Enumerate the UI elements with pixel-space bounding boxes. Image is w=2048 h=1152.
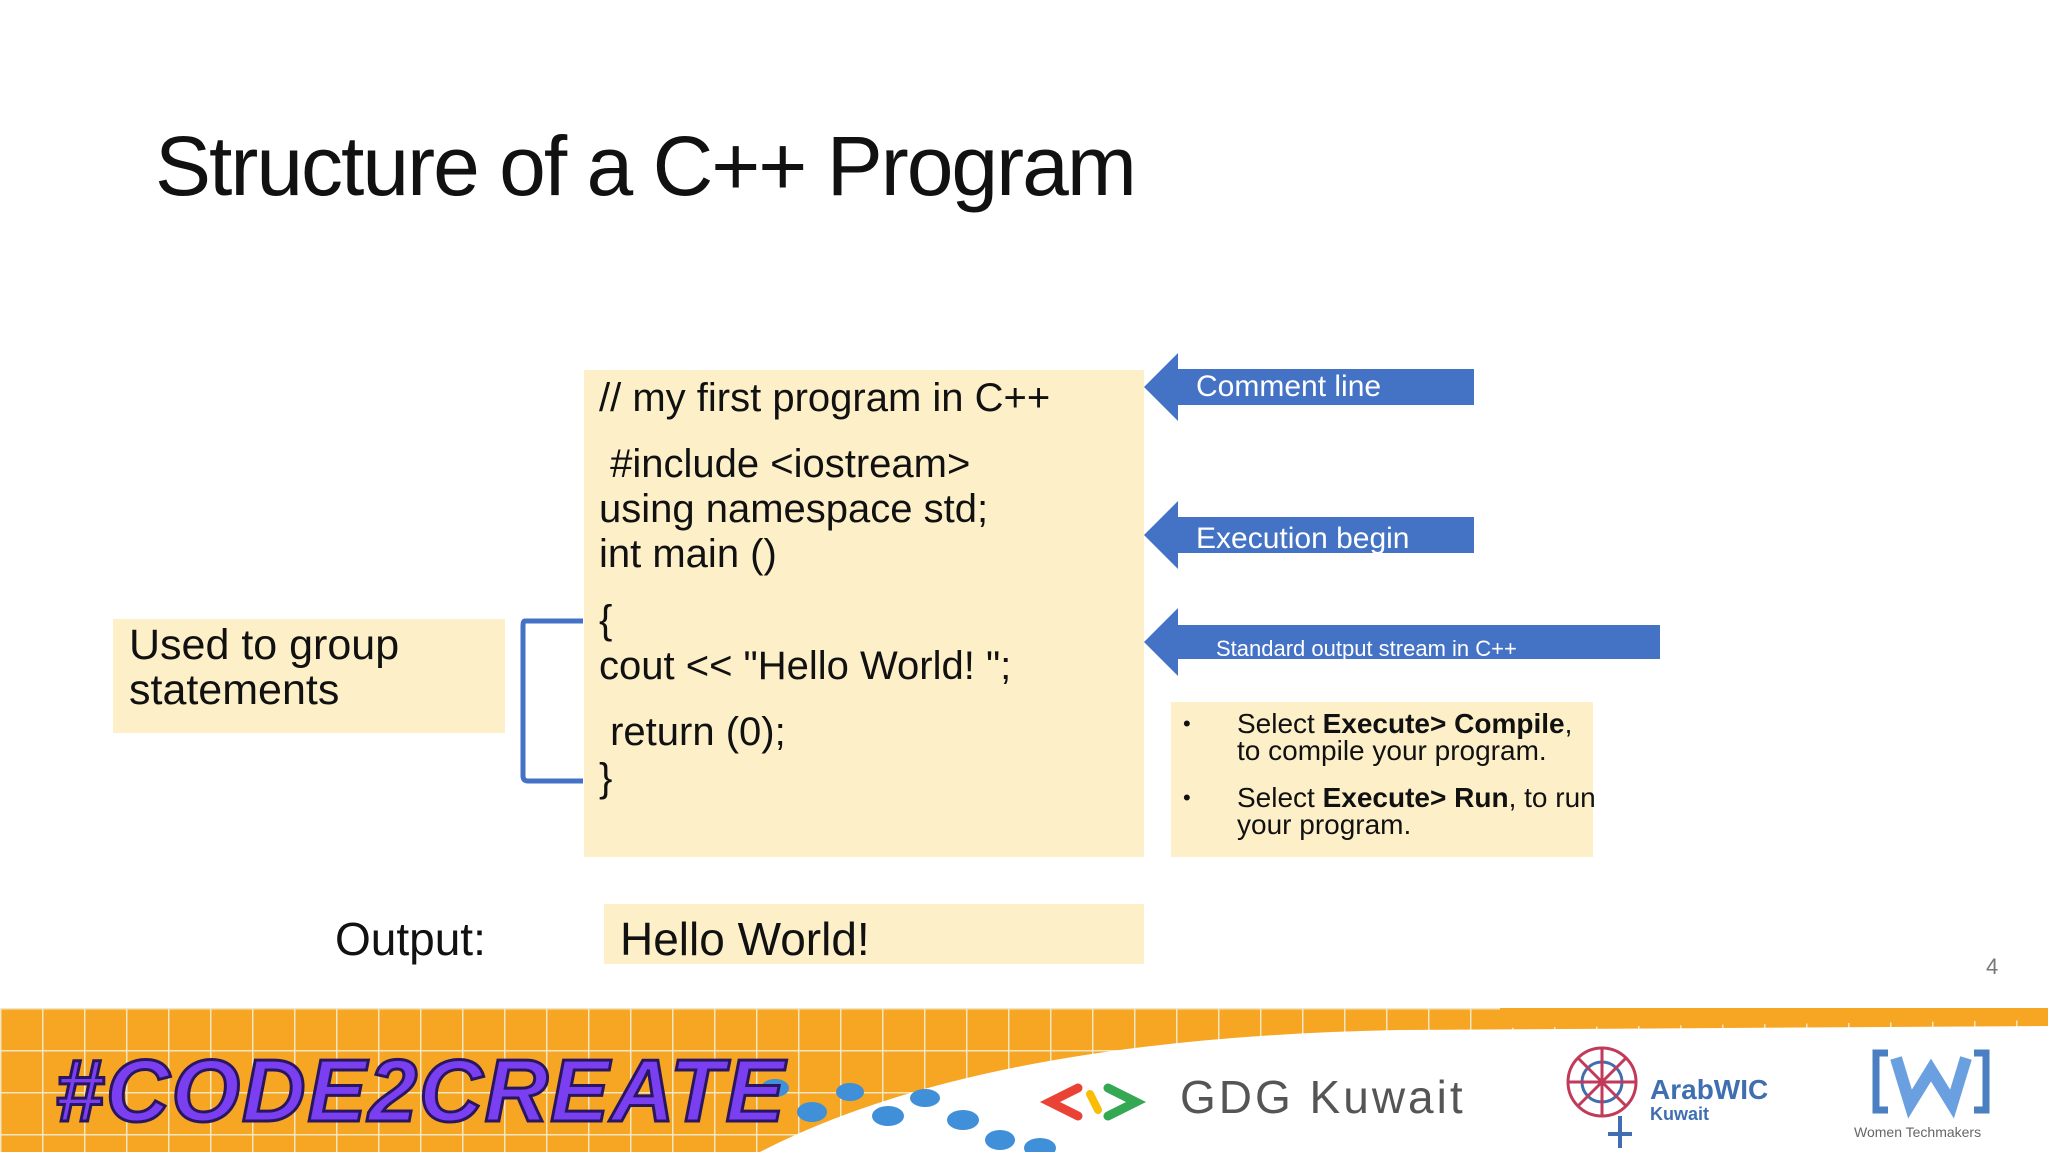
women-techmakers-text: Women Techmakers xyxy=(1854,1124,1982,1140)
page-number: 4 xyxy=(1986,954,1999,979)
execution-arrow xyxy=(1144,501,1474,569)
bullet-icon: • xyxy=(1183,785,1191,810)
code-box: // my first program in C++ #include <ios… xyxy=(584,370,1144,857)
footer-banner xyxy=(0,1008,2048,1152)
slide-title: Structure of a C++ Program xyxy=(155,119,1137,213)
code-line-cout: cout << "Hello World! "; xyxy=(599,644,1012,688)
output-value: Hello World! xyxy=(620,913,870,965)
code-line-open-brace: { xyxy=(599,598,613,642)
execution-begin-label: Execution begin xyxy=(1196,522,1410,555)
group-statements-label: Used to group statements xyxy=(129,621,400,714)
code-line-namespace: using namespace std; xyxy=(599,487,989,531)
gdg-logo-icon xyxy=(1039,1083,1147,1121)
comment-arrow xyxy=(1144,353,1474,421)
gdg-kuwait-text: GDG Kuwait xyxy=(1180,1071,1466,1123)
output-box: Hello World! xyxy=(604,904,1144,965)
output-label: Output: xyxy=(335,913,486,965)
bracket-connector xyxy=(520,618,583,784)
group-statements-box: Used to group statements xyxy=(113,619,505,733)
comment-line-label: Comment line xyxy=(1196,370,1382,403)
steps-box: • Select Execute> Compile, to compile yo… xyxy=(1171,702,1596,857)
code-line-close-brace: } xyxy=(599,756,613,800)
stream-label: Standard output stream in C++ xyxy=(1216,636,1517,661)
wtm-logo-icon xyxy=(1872,1049,1990,1119)
arabwic-logo-icon xyxy=(1566,1046,1638,1148)
arabwic-subtext: Kuwait xyxy=(1650,1104,1710,1124)
code-line-main: int main () xyxy=(599,532,777,576)
bullet-icon: • xyxy=(1183,711,1191,736)
code-line-comment: // my first program in C++ xyxy=(599,376,1051,420)
arabwic-text: ArabWIC xyxy=(1650,1074,1769,1105)
code2create-hashtag: #CODE2CREATE xyxy=(53,1040,787,1142)
code-line-include: #include <iostream> xyxy=(599,442,971,486)
code-line-return: return (0); xyxy=(599,710,786,754)
stream-arrow xyxy=(1144,608,1660,676)
